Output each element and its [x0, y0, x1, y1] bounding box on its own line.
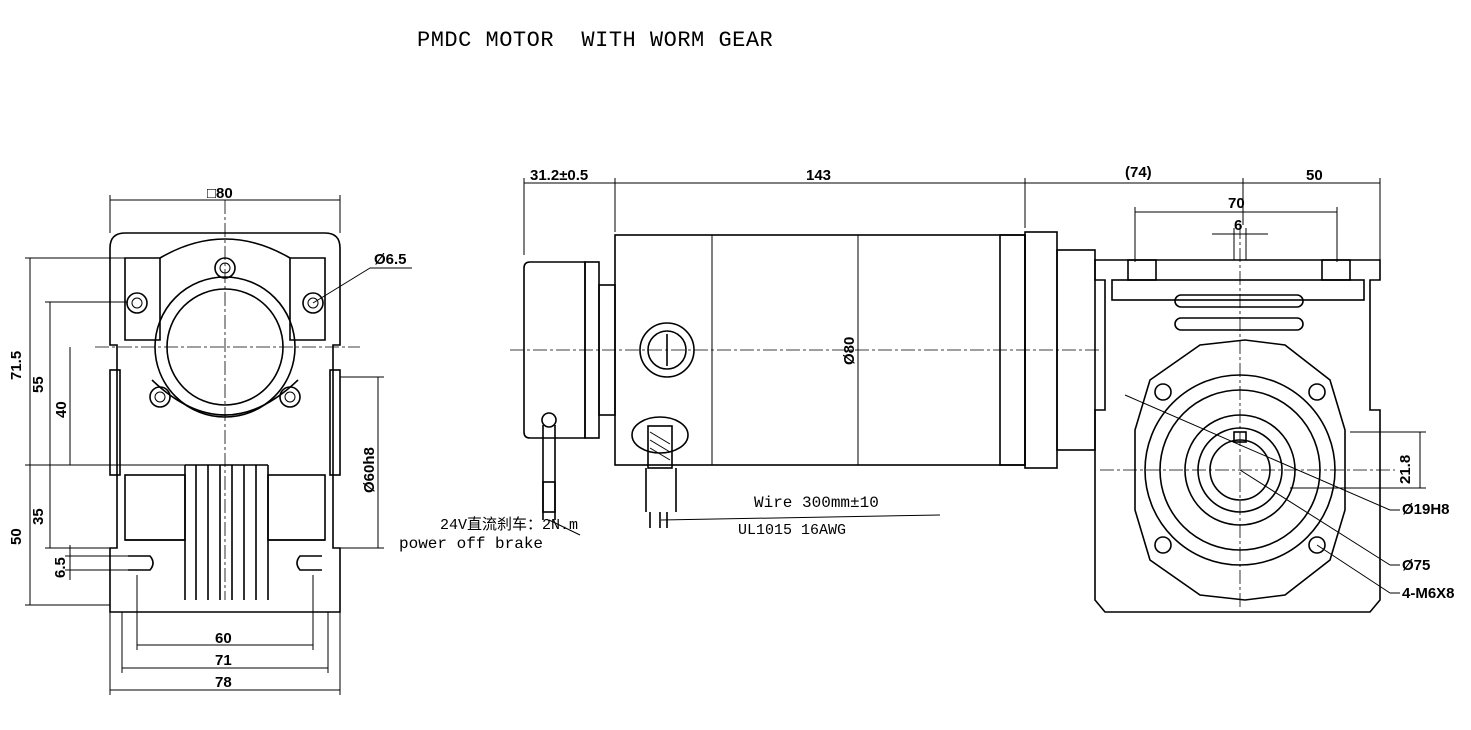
dim-6: 6: [1234, 217, 1243, 234]
dim-35: 35: [30, 508, 47, 525]
brake-note-cn: 24V直流刹车：2N.m: [440, 517, 579, 534]
wire-note-length: Wire 300mm±10: [754, 494, 879, 512]
wire-note-spec: UL1015 16AWG: [738, 522, 847, 539]
dim-6-5: 6.5: [52, 557, 69, 578]
dim-screws: 4-M6X8: [1402, 585, 1455, 602]
dim-motor-length: 143: [806, 167, 832, 184]
dim-40: 40: [53, 401, 70, 418]
dim-motor-diameter: Ø80: [841, 336, 858, 365]
dim-output-length: 50: [1306, 167, 1323, 184]
dim-78: 78: [215, 674, 232, 691]
dim-bore-60h8: Ø60h8: [361, 447, 378, 493]
dim-gear-length: (74): [1125, 164, 1152, 181]
dim-shaft-19h8: Ø19H8: [1402, 501, 1450, 518]
front-view: [25, 195, 412, 695]
dim-21-8: 21.8: [1397, 454, 1414, 484]
drawing-title: PMDC MOTOR WITH WORM GEAR: [417, 28, 774, 53]
dim-71: 71: [215, 652, 232, 669]
dim-hole-6-5: Ø6.5: [374, 251, 407, 268]
dim-pcd-75: Ø75: [1402, 557, 1431, 574]
dim-square-80: □80: [207, 185, 233, 202]
dim-55: 55: [30, 376, 47, 393]
side-view: [510, 178, 1381, 536]
dim-50: 50: [8, 528, 25, 545]
gearbox-view: [1094, 207, 1426, 613]
dim-60: 60: [215, 630, 232, 647]
dim-brake-length: 31.2±0.5: [530, 167, 589, 184]
brake-note-en: power off brake: [399, 535, 544, 553]
dim-71-5: 71.5: [8, 350, 25, 380]
dim-70: 70: [1228, 195, 1245, 212]
